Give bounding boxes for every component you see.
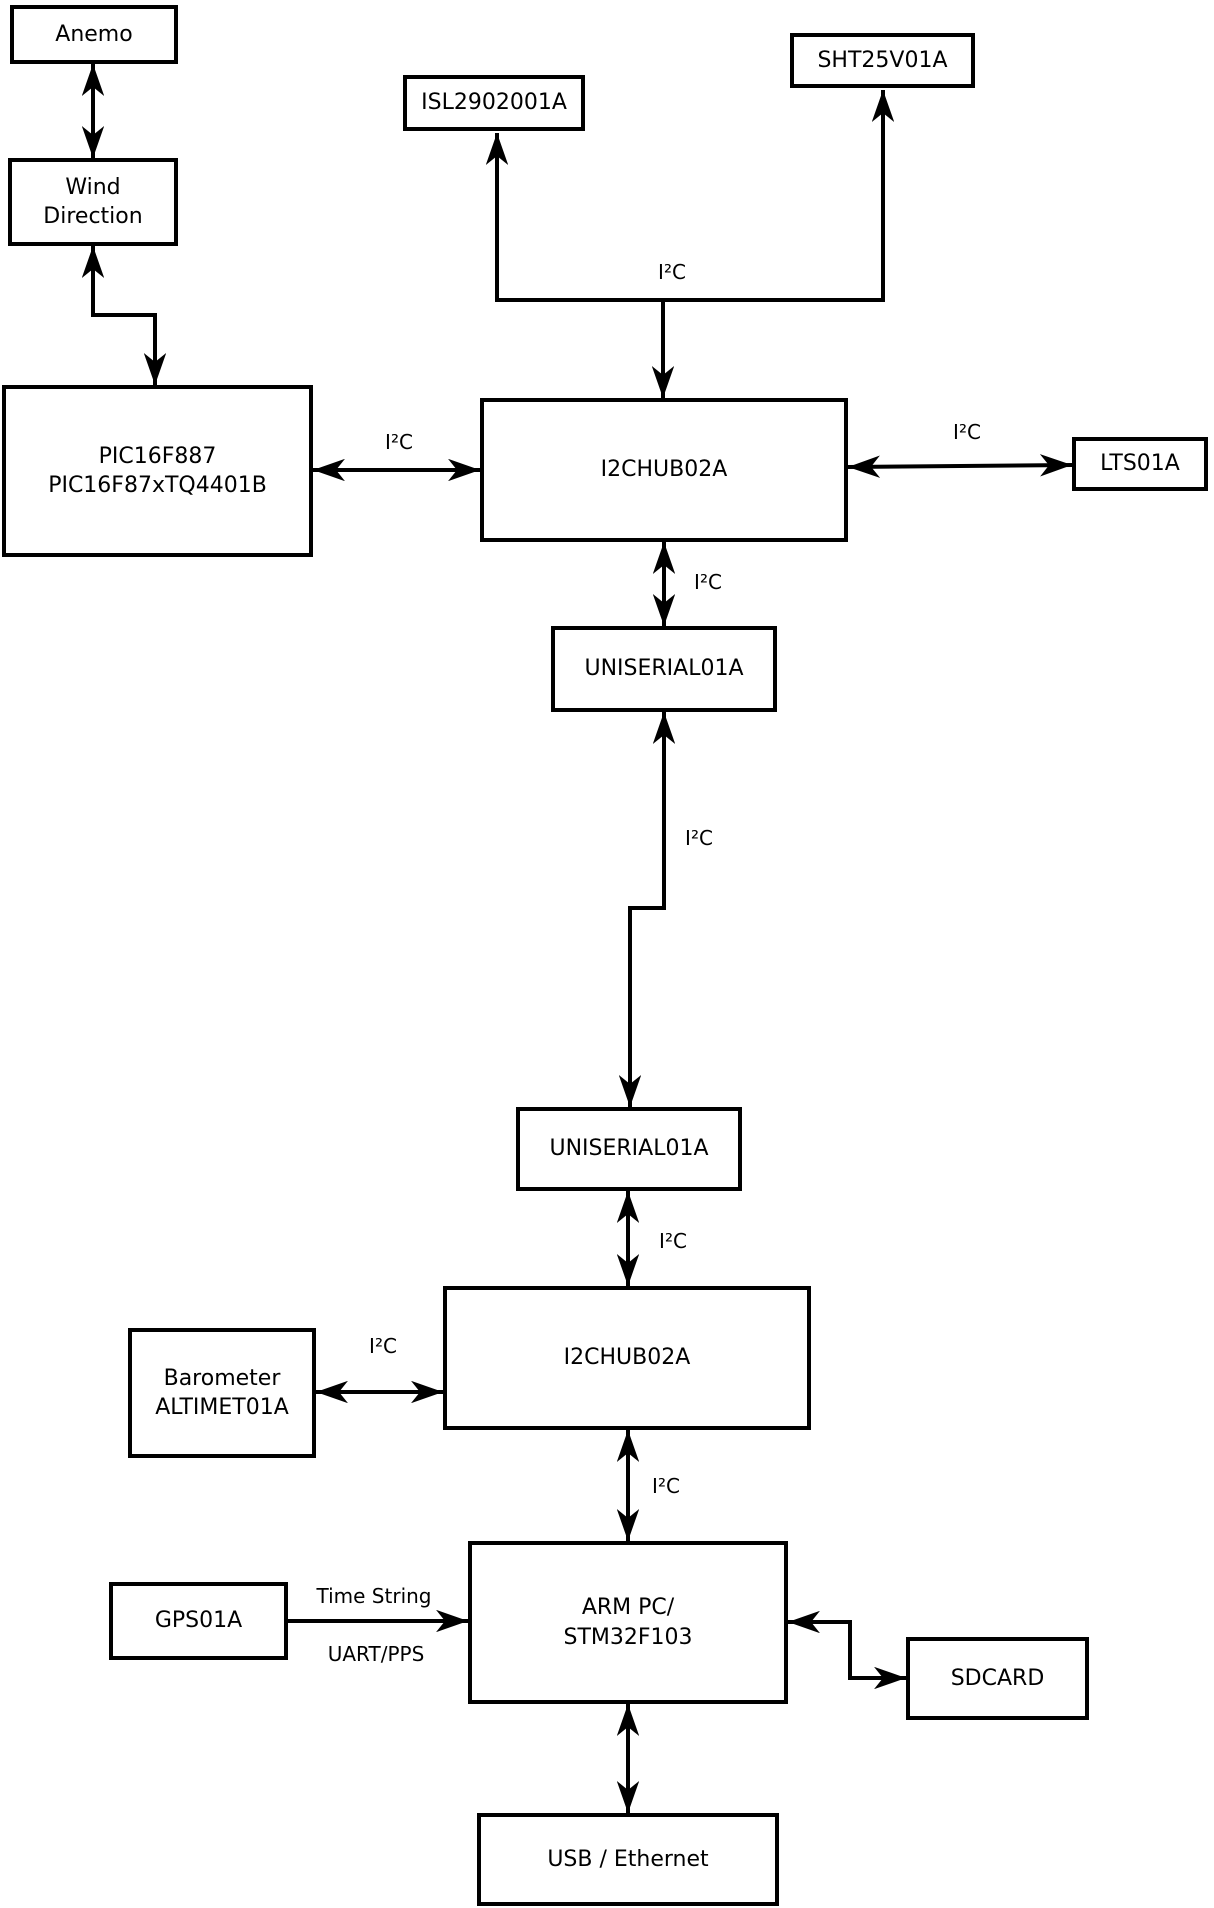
node-lts01a: LTS01A bbox=[1072, 437, 1208, 491]
edge-label-time-string: Time String bbox=[316, 1584, 432, 1608]
node-pic16f887: PIC16F887 PIC16F87xTQ4401B bbox=[2, 385, 313, 557]
node-i2chub02a-bottom: I2CHUB02A bbox=[443, 1286, 811, 1430]
node-sdcard-label: SDCARD bbox=[950, 1665, 1045, 1691]
node-uniserial01a-upper-label: UNISERIAL01A bbox=[584, 656, 744, 682]
node-lts01a-label: LTS01A bbox=[1100, 451, 1180, 477]
node-gps01a: GPS01A bbox=[109, 1582, 288, 1660]
node-uniserial01a-lower-label: UNISERIAL01A bbox=[549, 1136, 709, 1162]
node-wind-direction-line1: Wind bbox=[65, 174, 121, 200]
edge-arm-sdcard bbox=[788, 1610, 906, 1690]
node-arm-line1: ARM PC/ bbox=[581, 1595, 675, 1621]
edge-label-i2c-hub2-arm: I²C bbox=[652, 1474, 680, 1498]
node-i2chub02a-top: I2CHUB02A bbox=[480, 398, 848, 542]
node-uniserial01a-lower: UNISERIAL01A bbox=[516, 1107, 742, 1191]
node-barometer-line1: Barometer bbox=[163, 1365, 281, 1391]
node-anemo-label: Anemo bbox=[55, 21, 133, 47]
node-barometer-line2: ALTIMET01A bbox=[155, 1395, 289, 1420]
node-i2chub02a-top-label: I2CHUB02A bbox=[600, 457, 728, 483]
node-wind-direction: Wind Direction bbox=[8, 158, 178, 246]
node-gps01a-label: GPS01A bbox=[154, 1608, 243, 1634]
node-uniserial01a-upper: UNISERIAL01A bbox=[551, 626, 777, 712]
edge-label-i2c-uniserial-link: I²C bbox=[685, 826, 713, 850]
node-i2chub02a-bottom-label: I2CHUB02A bbox=[563, 1345, 691, 1371]
node-isl2902001a-label: ISL2902001A bbox=[421, 90, 567, 116]
node-isl2902001a: ISL2902001A bbox=[403, 75, 585, 131]
node-pic16f887-line1: PIC16F887 bbox=[98, 443, 217, 469]
node-usb-ethernet-label: USB / Ethernet bbox=[547, 1846, 709, 1872]
node-sht25v01a: SHT25V01A bbox=[790, 33, 975, 88]
node-anemo: Anemo bbox=[10, 5, 178, 64]
edge-wind-pic bbox=[81, 246, 167, 385]
edge-hub1-lts bbox=[847, 454, 1073, 478]
edge-label-i2c-bus-top: I²C bbox=[658, 260, 686, 284]
edge-label-i2c-barometer-hub2: I²C bbox=[369, 1334, 397, 1358]
node-sht25v01a-label: SHT25V01A bbox=[817, 47, 948, 73]
edge-label-i2c-hub-lts: I²C bbox=[953, 420, 981, 444]
node-pic16f887-line2: PIC16F87xTQ4401B bbox=[48, 473, 267, 498]
node-sdcard: SDCARD bbox=[906, 1637, 1089, 1720]
edge-uniserial1-uniserial2 bbox=[618, 712, 676, 1108]
node-arm-line2: STM32F103 bbox=[563, 1624, 693, 1650]
node-usb-ethernet: USB / Ethernet bbox=[477, 1813, 779, 1906]
edge-label-i2c-hub-uniserial: I²C bbox=[694, 570, 722, 594]
edge-label-i2c-pic-hub: I²C bbox=[385, 430, 413, 454]
node-wind-direction-line2: Direction bbox=[43, 204, 143, 229]
node-barometer-altimet01a: Barometer ALTIMET01A bbox=[128, 1328, 316, 1458]
edge-label-i2c-uniserial-hub2: I²C bbox=[659, 1229, 687, 1253]
edge-label-uart-pps: UART/PPS bbox=[327, 1642, 425, 1666]
node-arm-pc-stm32f103: ARM PC/ STM32F103 bbox=[468, 1541, 788, 1704]
